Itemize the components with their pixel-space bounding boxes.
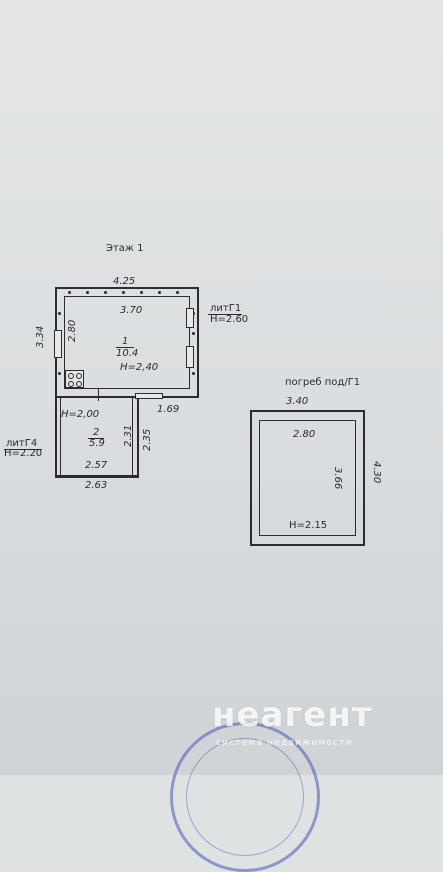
room1-number: 1: [122, 336, 129, 347]
room2-left-inner-wall: [60, 398, 61, 476]
room2-divider: [98, 389, 99, 401]
cellar-inner-width: 2.80: [293, 429, 316, 440]
cellar-ceiling-height: H=2.15: [289, 520, 328, 531]
cellar-title: погреб под/Г1: [285, 377, 361, 388]
room2-right-wall: [137, 398, 139, 478]
annex-label: литГ4: [6, 438, 38, 449]
room2-partition-length: 1.69: [157, 404, 180, 415]
watermark-subtitle: система недвижимости: [216, 738, 353, 748]
main-building-inner-wall: [64, 296, 190, 389]
overall-height: 3.34: [35, 325, 46, 348]
room2-number: 2: [93, 427, 100, 438]
room2-inner-width: 2.57: [85, 460, 108, 471]
room2-left-wall: [55, 398, 57, 478]
room2-area: 5.9: [89, 438, 105, 449]
outbuilding-label-underline: [208, 314, 242, 315]
window-right-upper: [186, 308, 194, 328]
seal-stamp-inner: [186, 738, 304, 856]
room1-inner-width: 3.70: [120, 305, 143, 316]
overall-width: 4.25: [113, 276, 136, 287]
watermark-logo: неагент: [212, 695, 373, 735]
room1-number-underline: [116, 347, 134, 348]
cellar-outer-height: 4.30: [371, 461, 382, 484]
floor-title: Этаж 1: [106, 243, 144, 254]
room2-right-inner-wall: [132, 398, 133, 475]
room2-inner-height: 2.31: [123, 424, 134, 447]
cellar-outer-wall: [250, 410, 365, 546]
annex-height: H=2.20: [4, 448, 43, 459]
outbuilding-height: H=2.60: [210, 314, 249, 325]
window-right-lower: [186, 346, 194, 368]
window-left: [54, 330, 62, 358]
stove-burner-icon: [68, 381, 74, 387]
stove: [65, 370, 84, 388]
room2-bottom-wall: [55, 475, 139, 478]
room2-number-underline: [88, 438, 104, 439]
stove-burner-icon: [76, 373, 82, 379]
outbuilding-label: литГ1: [210, 303, 242, 314]
door-bottom: [135, 393, 163, 399]
cellar-outer-width: 3.40: [286, 396, 309, 407]
room1-area: 10.4: [116, 348, 139, 359]
annex-label-underline: [4, 449, 42, 450]
room2-outer-width: 2.63: [85, 480, 108, 491]
stove-burner-icon: [76, 381, 82, 387]
room1-ceiling-height: H=2,40: [120, 362, 159, 373]
room2-outer-height: 2.35: [142, 428, 153, 451]
room1-inner-height: 2.80: [67, 319, 78, 342]
room2-ceiling-height: H=2,00: [61, 409, 100, 420]
stove-burner-icon: [68, 373, 74, 379]
cellar-inner-wall: [259, 420, 356, 536]
cellar-inner-height: 3.66: [332, 467, 343, 490]
